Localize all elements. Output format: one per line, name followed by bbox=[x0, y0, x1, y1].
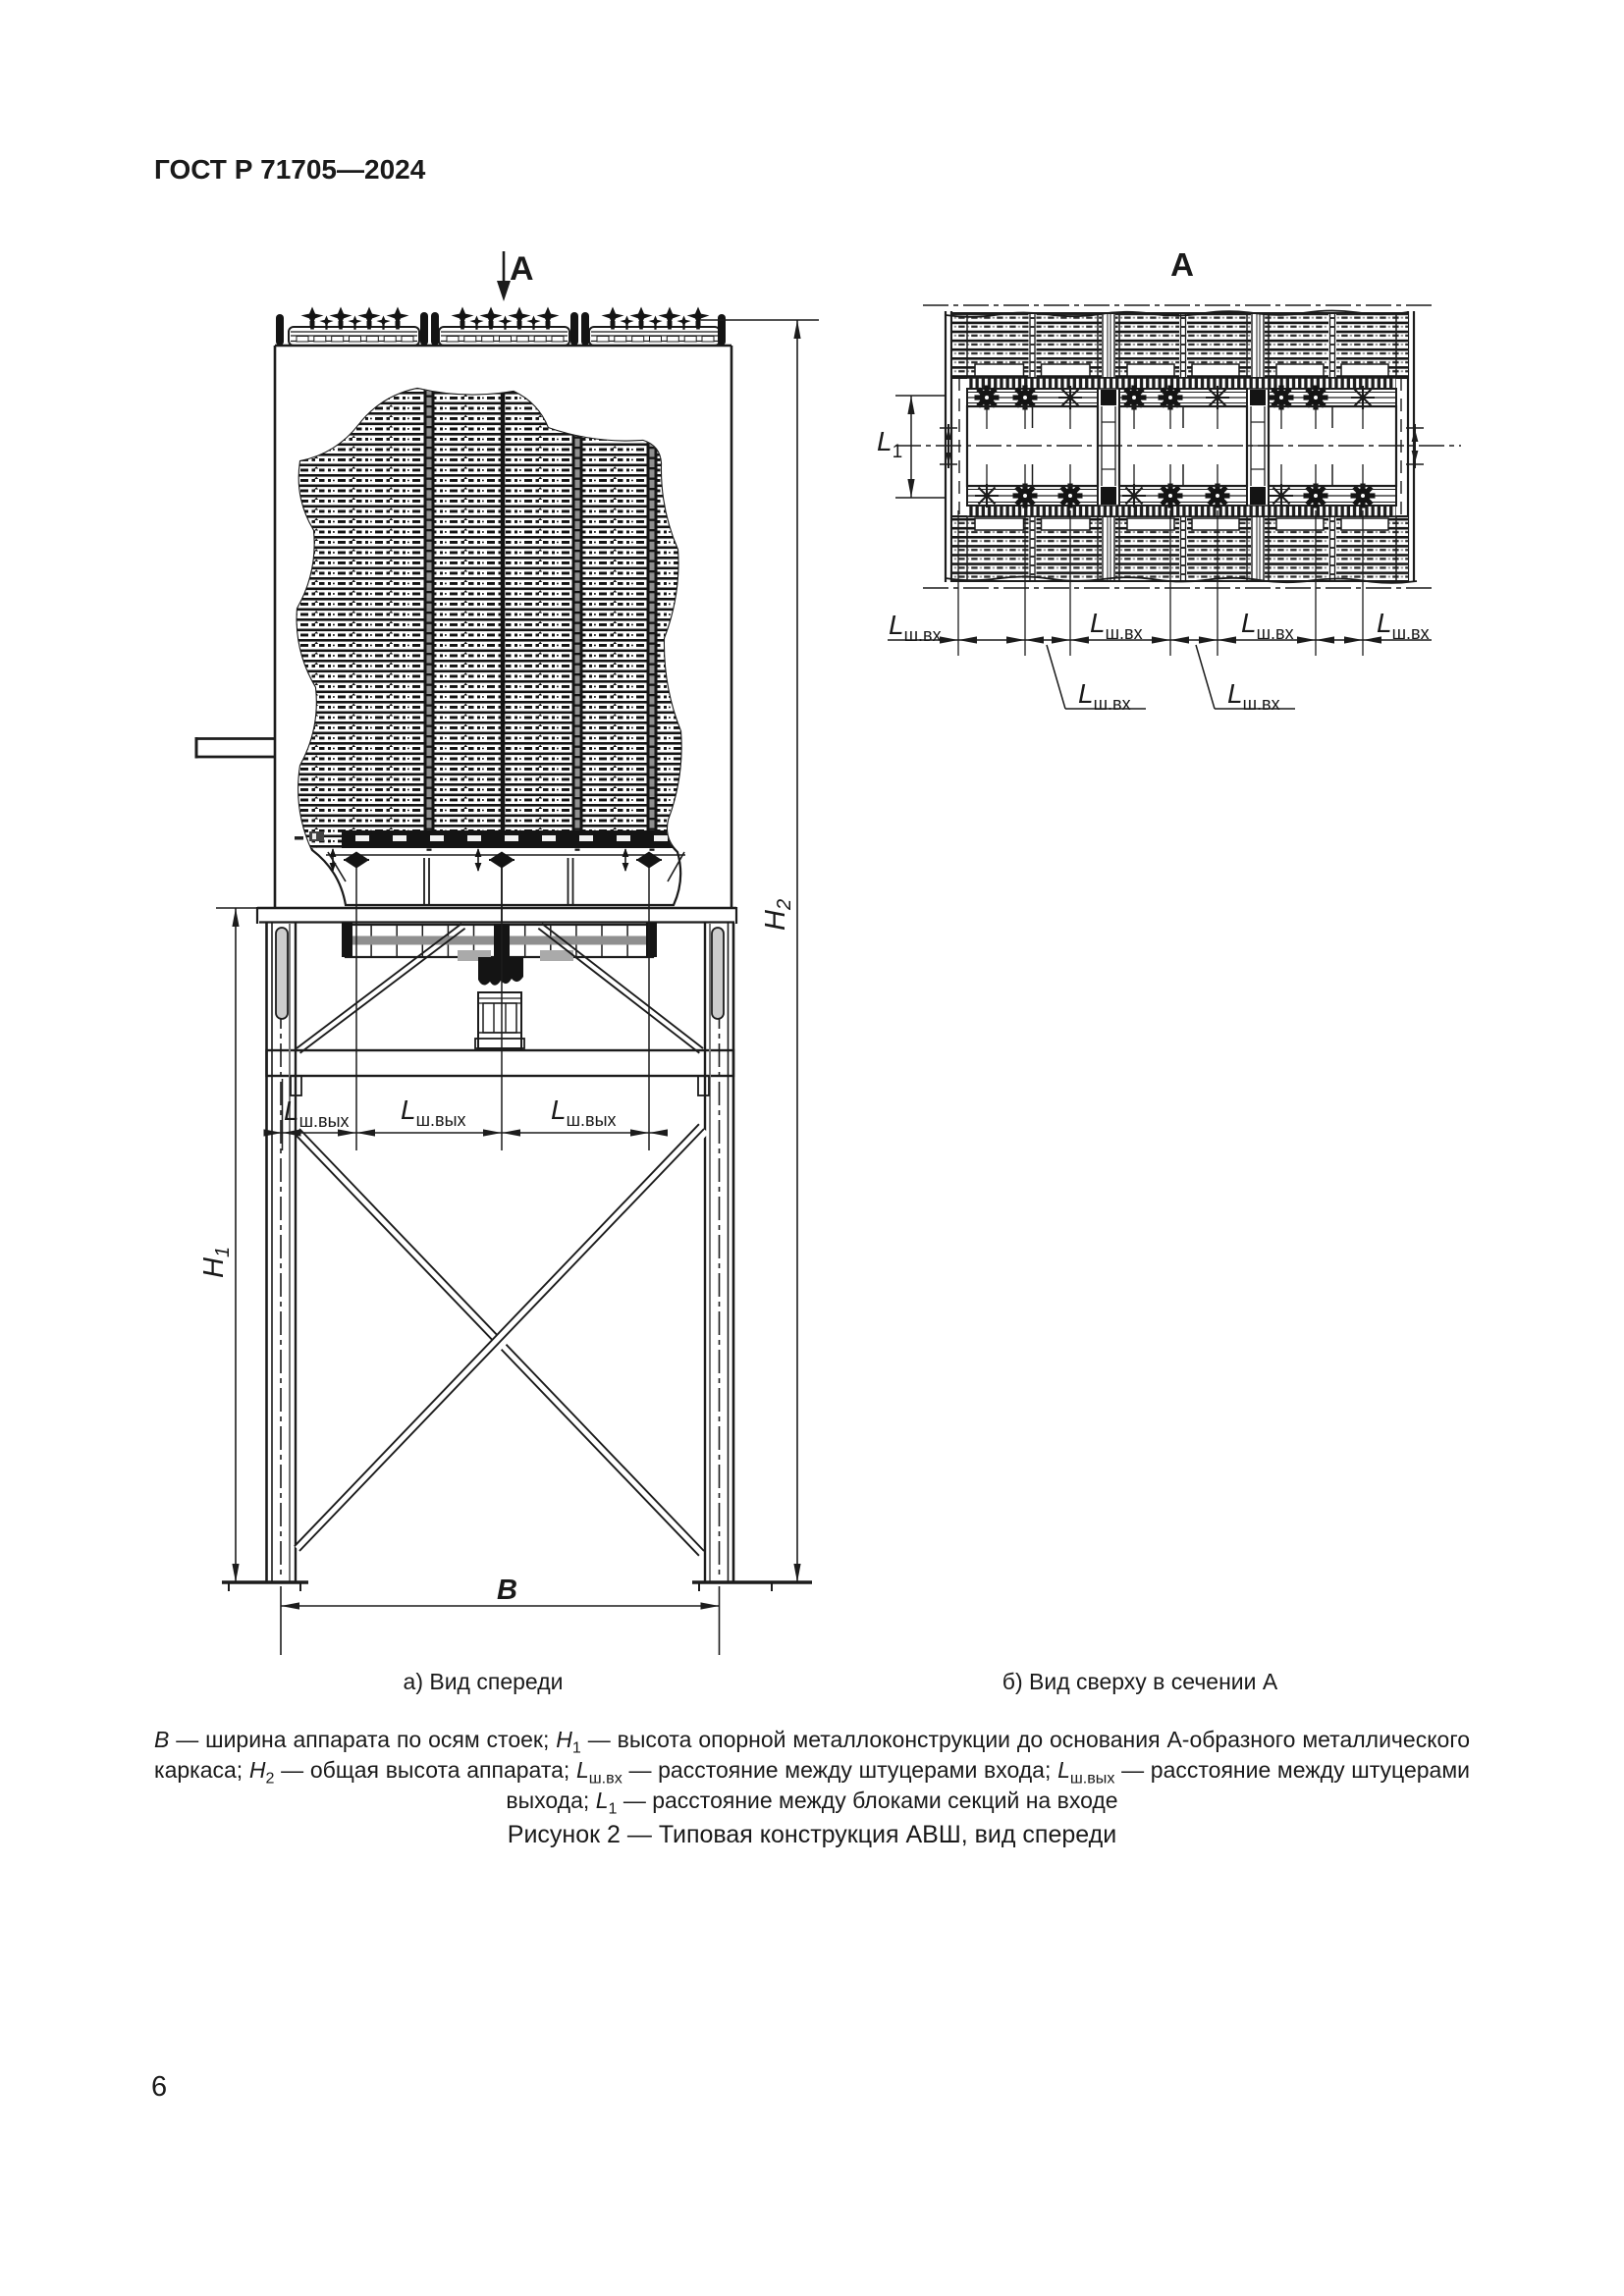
svg-text:B: B bbox=[497, 1575, 517, 1606]
svg-text:H2: H2 bbox=[760, 899, 795, 931]
svg-text:Lш.вх: Lш.вх bbox=[1090, 608, 1143, 643]
svg-text:Lш.вх: Lш.вх bbox=[889, 610, 942, 645]
svg-text:L1: L1 bbox=[877, 426, 902, 462]
svg-text:Lш.вх: Lш.вх bbox=[1078, 678, 1131, 714]
svg-text:Lш.вх: Lш.вх bbox=[1241, 608, 1294, 643]
svg-text:H1: H1 bbox=[198, 1247, 234, 1278]
svg-text:Lш.вх: Lш.вх bbox=[1377, 608, 1430, 643]
svg-text:Lш.вых: Lш.вых bbox=[551, 1095, 617, 1130]
svg-text:Lш.вх: Lш.вх bbox=[1227, 678, 1280, 714]
svg-text:Lш.вых: Lш.вых bbox=[401, 1095, 466, 1130]
svg-text:А: А bbox=[510, 250, 534, 288]
svg-text:А: А bbox=[1170, 246, 1194, 283]
svg-text:Lш.вых: Lш.вых bbox=[284, 1095, 350, 1131]
